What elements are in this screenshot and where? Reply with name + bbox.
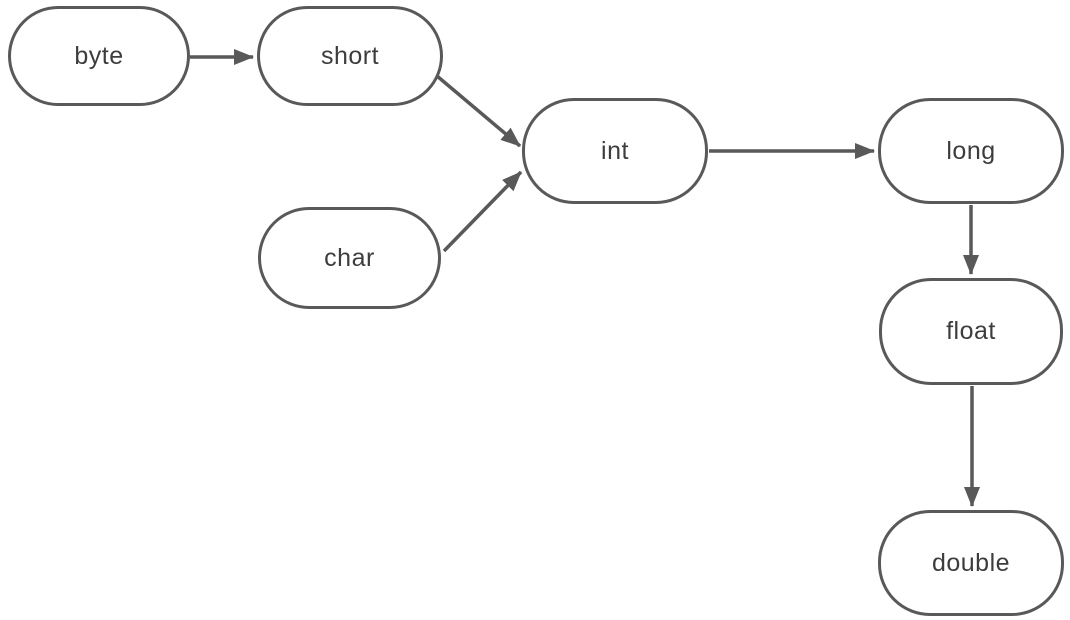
- node-char: char: [258, 207, 441, 309]
- node-short: short: [257, 6, 443, 106]
- node-char-label: char: [324, 243, 375, 272]
- edge-short-int-arrow: [435, 74, 522, 148]
- edge-char-int-arrow: [442, 170, 523, 253]
- node-byte-label: byte: [74, 41, 124, 70]
- node-byte: byte: [8, 6, 190, 106]
- node-double-label: double: [931, 548, 1011, 577]
- node-long: long: [878, 98, 1064, 204]
- node-float-label: float: [946, 317, 996, 345]
- node-int: int: [522, 98, 708, 204]
- node-long-label: long: [946, 136, 996, 165]
- node-float: float: [879, 278, 1063, 385]
- node-double: double: [878, 510, 1064, 616]
- node-int-label: int: [601, 136, 629, 165]
- node-short-label: short: [320, 41, 380, 70]
